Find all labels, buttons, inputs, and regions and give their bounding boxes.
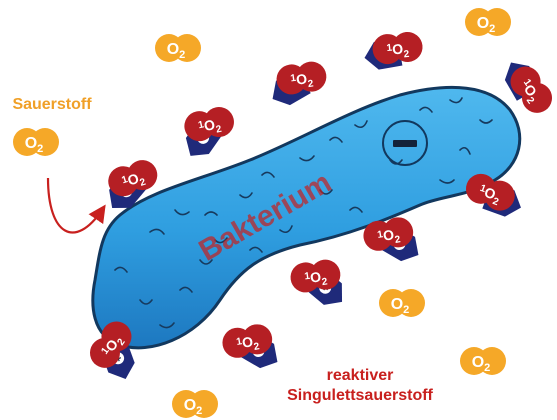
singlet-oxygen-cluster: +1O2 [179,104,237,164]
singlet-label-line2: Singulettsauerstoff [240,386,480,406]
singlet-label-line1: reaktiver [240,366,480,386]
oxygen-molecule: O2 [465,8,511,36]
oxygen-molecule: O2 [155,34,201,62]
singlet-oxygen-label: reaktiver Singulettsauerstoff [240,366,480,406]
singlet-oxygen-cluster: +1O2 [362,30,424,71]
bacterium: Bakterium [93,87,520,347]
bacterium-body [93,87,520,347]
singlet-oxygen-cluster: +1O2 [289,258,351,313]
singlet-oxygen-cluster: +1O2 [266,60,329,111]
oxygen-title: Sauerstoff [2,96,102,114]
oxygen-molecule: O2 [13,128,59,156]
singlet-oxygen-molecule: 1O2 [371,30,424,65]
oxygen-molecule: O2 [172,390,218,418]
oxygen-molecule: O2 [379,289,425,317]
uptake-arrow [48,178,102,232]
